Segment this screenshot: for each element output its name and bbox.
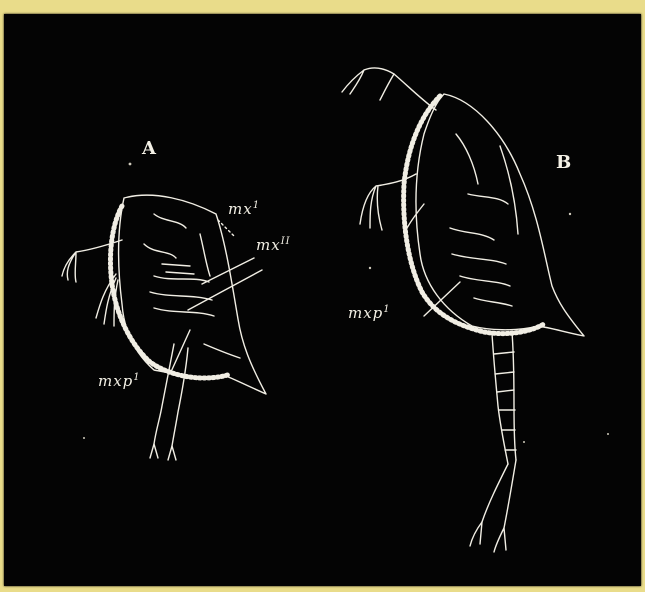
plate-specks xyxy=(83,163,609,443)
label-mxp-1-a: mxp1 xyxy=(98,372,141,390)
label-mx-1: mx1 xyxy=(228,200,260,218)
label-mxp-1-b: mxp1 xyxy=(348,304,391,322)
label-mx-2: mxII xyxy=(256,236,291,254)
illustration-plate: A B mx1 mxII mxp1 mxp1 xyxy=(4,14,641,586)
larva-a-drawing xyxy=(62,195,266,460)
larva-drawings xyxy=(4,14,641,586)
figure-a-letter: A xyxy=(142,138,156,159)
figure-b-letter: B xyxy=(556,152,571,173)
